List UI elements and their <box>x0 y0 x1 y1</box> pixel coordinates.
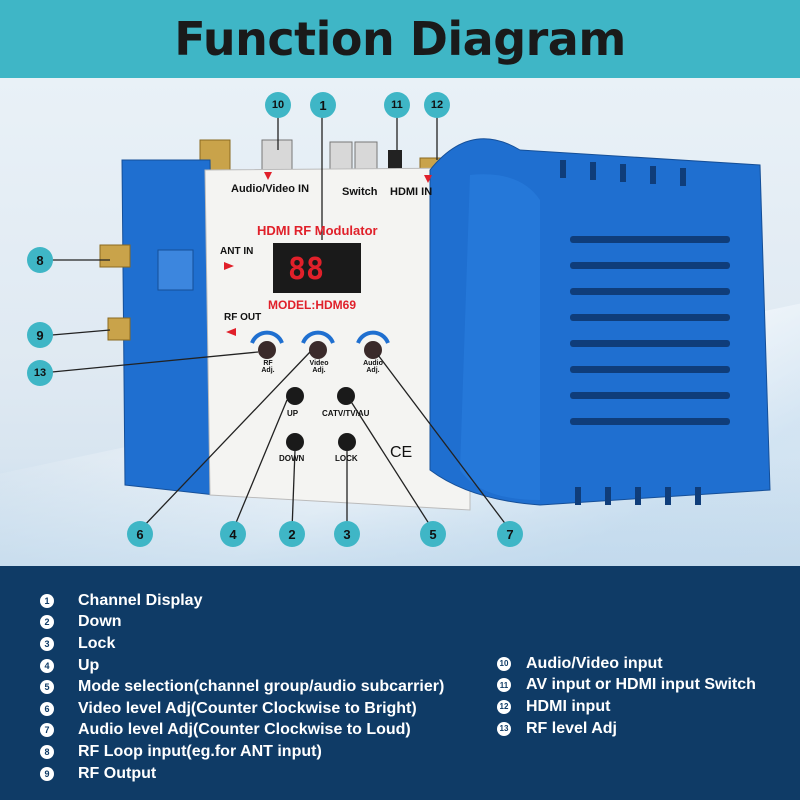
legend-bullet: 12 <box>497 699 511 714</box>
legend-bullet: 13 <box>497 721 511 736</box>
legend-item: 10 Audio/Video input <box>497 653 756 675</box>
legend-text: Up <box>78 656 100 674</box>
legend-item: 9 RF Output <box>40 763 444 785</box>
buttons <box>286 387 356 451</box>
legend-bullet: 7 <box>40 723 54 738</box>
up-label: UP <box>287 409 299 418</box>
lock-label: LOCK <box>335 454 358 463</box>
legend-text: RF Output <box>78 764 157 782</box>
legend-text: HDMI input <box>526 697 611 715</box>
callout-3: 3 <box>334 521 360 547</box>
legend-item: 12 HDMI input <box>497 696 756 718</box>
legend-text: RF level Adj <box>526 719 617 737</box>
left-casing <box>121 159 216 496</box>
legend-bullet: 4 <box>40 658 54 673</box>
legend-text: Audio level Adj(Counter Clockwise to Lou… <box>78 721 411 739</box>
legend-right-column: 10 Audio/Video input 11 AV input or HDMI i… <box>497 653 756 739</box>
callout-4: 4 <box>220 521 246 547</box>
model-name: MODEL:HDM69 <box>268 298 357 312</box>
legend-text: Audio/Video input <box>526 654 663 672</box>
legend-item: 7 Audio level Adj(Counter Clockwise to Lo… <box>40 720 444 742</box>
legend-item: 3 Lock <box>40 633 444 655</box>
legend-item: 13 RF level Adj <box>497 718 756 740</box>
callout-1: 1 <box>310 92 336 118</box>
legend-bullet: 6 <box>40 701 54 716</box>
legend-left-column: 1 Channel Display 2 Down 3 Lock 4 Up 5 Mode s… <box>40 590 444 784</box>
ant-in-label: ANT IN <box>220 246 254 257</box>
callout-10: 10 <box>265 92 291 118</box>
hdmi-in-label: HDMI IN <box>390 186 433 198</box>
callout-8: 8 <box>27 247 53 273</box>
front-panel <box>204 167 471 511</box>
legend-text: RF Loop input(eg.for ANT input) <box>78 742 322 760</box>
rf-out-label: RF OUT <box>224 312 262 323</box>
callout-13: 13 <box>27 360 53 386</box>
title-banner: Function Diagram <box>0 0 800 78</box>
device-illustration <box>51 116 771 531</box>
leader-lines <box>51 116 511 531</box>
legend-text: Video level Adj(Counter Clockwise to Bri… <box>78 699 417 717</box>
display-digits: 88 <box>288 252 325 287</box>
vent-slots <box>560 160 730 505</box>
legend-text: AV input or HDMI input Switch <box>526 676 756 694</box>
legend-bullet: 2 <box>40 615 54 630</box>
down-label: DOWN <box>279 454 305 463</box>
legend-panel: 1 Channel Display 2 Down 3 Lock 4 Up 5 Mode s… <box>0 566 800 800</box>
legend-item: 2 Down <box>40 612 444 634</box>
callout-7: 7 <box>497 521 523 547</box>
legend-item: 5 Mode selection(channel group/audio subc… <box>40 676 444 698</box>
callout-11: 11 <box>384 92 410 118</box>
legend-bullet: 9 <box>40 766 54 781</box>
legend-bullet: 10 <box>497 656 511 671</box>
legend-item: 1 Channel Display <box>40 590 444 612</box>
rf-adj-label: RF Adj. <box>261 360 275 374</box>
page-title: Function Diagram <box>174 12 626 66</box>
callout-12: 12 <box>424 92 450 118</box>
switch-label: Switch <box>342 186 378 198</box>
legend-text: Channel Display <box>78 591 203 609</box>
audio-adj-label: Audio Adj. <box>363 360 383 374</box>
legend-text: Down <box>78 613 122 631</box>
legend-item: 8 RF Loop input(eg.for ANT input) <box>40 741 444 763</box>
legend-item: 4 Up <box>40 655 444 677</box>
rf-out-connector <box>107 317 131 341</box>
ant-in-connector <box>99 244 131 268</box>
legend-bullet: 1 <box>40 593 54 608</box>
channel-display <box>273 243 361 293</box>
mode-label: CATV/TV/AU <box>322 409 370 418</box>
legend-text: Lock <box>78 634 116 652</box>
knobs <box>250 330 390 359</box>
legend-item: 6 Video level Adj(Counter Clockwise to Br… <box>40 698 444 720</box>
callout-9: 9 <box>27 322 53 348</box>
callout-2: 2 <box>279 521 305 547</box>
ce-mark: CE <box>390 444 413 461</box>
legend-item: 11 AV input or HDMI input Switch <box>497 675 756 697</box>
legend-bullet: 5 <box>40 680 54 695</box>
legend-text: Mode selection(channel group/audio subca… <box>78 678 445 696</box>
legend-bullet: 3 <box>40 636 54 651</box>
legend-bullet: 11 <box>497 678 511 693</box>
callout-5: 5 <box>420 521 446 547</box>
av-in-label: Audio/Video IN <box>231 183 310 195</box>
model-title: HDMI RF Modulator <box>257 223 378 238</box>
video-adj-label: Video Adj. <box>309 360 329 374</box>
legend-bullet: 8 <box>40 744 54 759</box>
callout-6: 6 <box>127 521 153 547</box>
